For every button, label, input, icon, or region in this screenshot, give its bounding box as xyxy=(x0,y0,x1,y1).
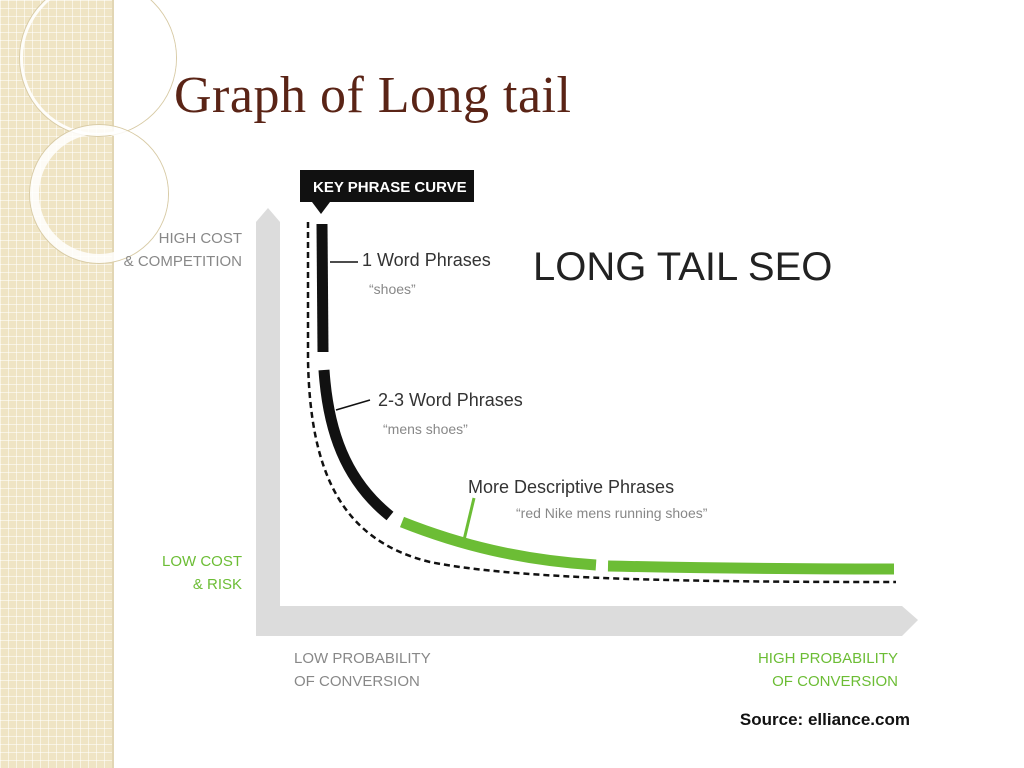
y-axis-high-cost-line2: & COMPETITION xyxy=(124,253,242,270)
curve-segment-one-word xyxy=(316,223,329,353)
callout-pointer xyxy=(312,202,330,214)
curve-segment-descriptive-b xyxy=(607,560,895,575)
segment-two-three-word-title: 2-3 Word Phrases xyxy=(378,390,523,410)
sidebar-edge xyxy=(112,0,114,768)
key-phrase-curve-dashed xyxy=(306,222,897,584)
key-phrase-callout-label: KEY PHRASE CURVE xyxy=(313,179,467,196)
x-axis-low-probability-line1: LOW PROBABILITY xyxy=(294,650,431,667)
y-axis-arrow xyxy=(256,208,280,628)
segment-two-three-word-example: “mens shoes” xyxy=(383,421,468,437)
y-axis-low-cost-line2: & RISK xyxy=(193,576,242,593)
x-axis-low-probability-line2: OF CONVERSION xyxy=(294,673,420,690)
segment-one-word-example: “shoes” xyxy=(369,281,416,297)
source-credit: Source: elliance.com xyxy=(740,710,910,729)
leader-two-three-word xyxy=(335,399,371,411)
curve-segment-descriptive-a xyxy=(399,516,597,571)
y-axis-low-cost-line1: LOW COST xyxy=(162,553,242,570)
x-axis-high-probability-line2: OF CONVERSION xyxy=(772,673,898,690)
segment-descriptive-title: More Descriptive Phrases xyxy=(468,477,674,497)
long-tail-seo-headline: LONG TAIL SEO xyxy=(533,245,832,289)
decorative-ring-middle xyxy=(30,125,168,263)
y-axis-high-cost-line1: HIGH COST xyxy=(159,230,242,247)
x-axis-high-probability-line1: HIGH PROBABILITY xyxy=(758,650,898,667)
leader-descriptive xyxy=(462,497,476,541)
slide-title: Graph of Long tail xyxy=(174,67,572,124)
segment-one-word-title: 1 Word Phrases xyxy=(362,250,491,270)
segment-descriptive-example: “red Nike mens running shoes” xyxy=(516,505,708,521)
curve-segment-two-three-word xyxy=(318,369,394,521)
x-axis-arrow xyxy=(256,606,918,636)
key-phrase-callout-box xyxy=(300,170,474,202)
